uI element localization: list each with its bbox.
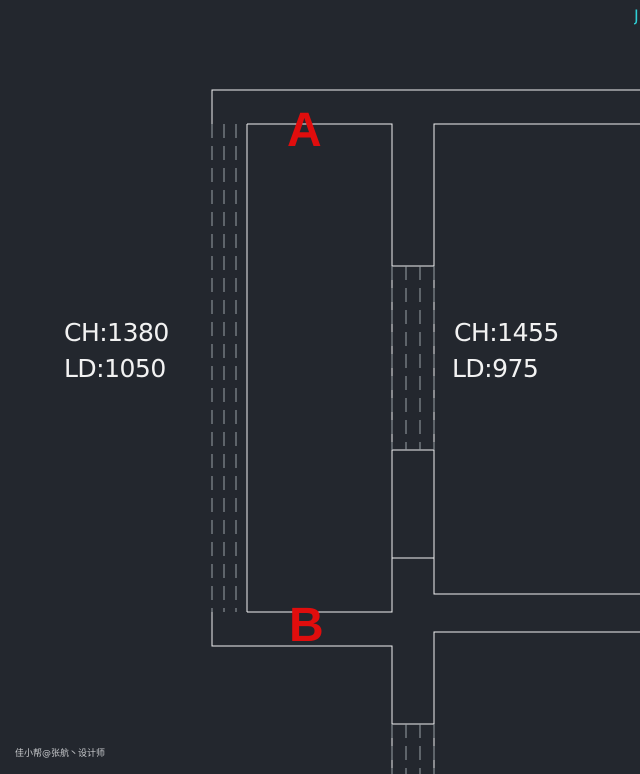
marker-b: B xyxy=(289,599,324,652)
outer-wall-bottom-left xyxy=(211,612,393,774)
left-room-wall xyxy=(247,123,393,613)
left-room-ld-label: LD:1050 xyxy=(64,354,166,383)
outer-wall-left-room xyxy=(211,89,640,124)
corner-mark: J xyxy=(634,6,639,25)
right-room-ld-label: LD:975 xyxy=(452,354,539,383)
wall-lines xyxy=(211,89,640,774)
dashed-door-lines xyxy=(211,124,435,774)
right-room-ch-label: CH:1455 xyxy=(454,318,559,347)
marker-a: A xyxy=(287,104,322,157)
left-room-ch-label: CH:1380 xyxy=(64,318,169,347)
watermark: 佳小帮@张航丶设计师 xyxy=(15,749,106,759)
lower-right-room-wall xyxy=(433,631,640,774)
